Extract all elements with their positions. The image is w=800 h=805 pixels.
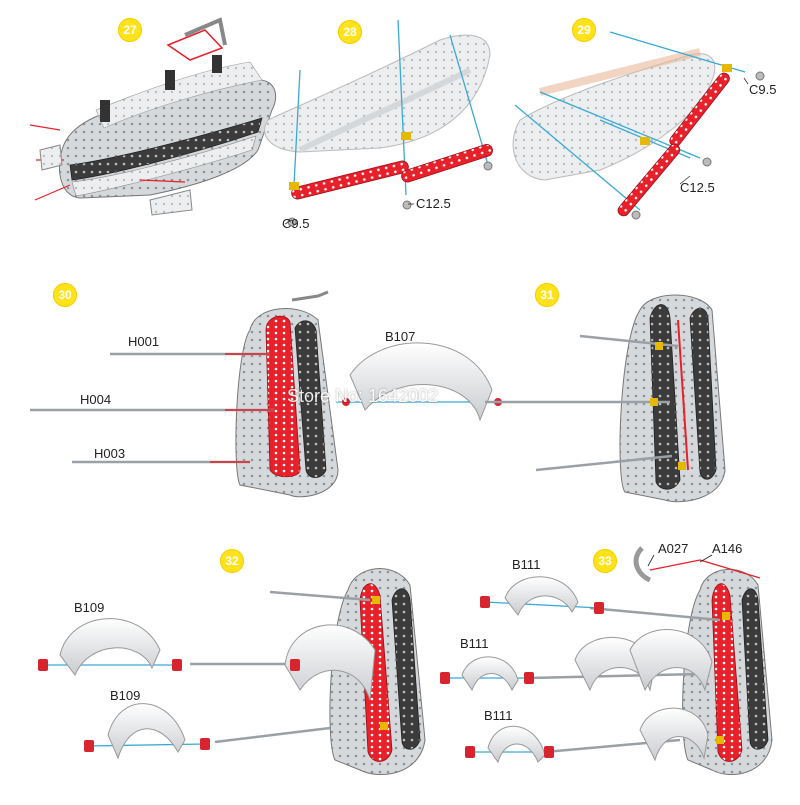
step-number-badge: 33 xyxy=(593,549,617,573)
part-label: C9.5 xyxy=(282,216,310,231)
part-label: A027 xyxy=(658,541,689,556)
step-29-model xyxy=(512,31,765,220)
step-number-badge: 32 xyxy=(220,549,244,573)
step-number-badge: 28 xyxy=(338,20,362,44)
part-label: B111 xyxy=(460,636,489,651)
step-27-model xyxy=(29,17,277,216)
step-number-badge: 27 xyxy=(118,18,142,42)
part-label: B107 xyxy=(385,329,416,344)
step-number-badge: 31 xyxy=(535,283,559,307)
step-number-badge: 30 xyxy=(53,283,77,307)
step-number-badge: 29 xyxy=(572,18,596,42)
part-label: H001 xyxy=(128,334,160,349)
step-32-model xyxy=(38,568,426,776)
part-label: A146 xyxy=(712,541,743,556)
part-label: C9.5 xyxy=(749,82,777,97)
part-label: H003 xyxy=(94,446,126,461)
part-label: H004 xyxy=(80,392,112,407)
leader-lines xyxy=(284,77,749,225)
part-label: B109 xyxy=(74,600,105,615)
part-label: C12.5 xyxy=(680,180,715,195)
step-31-model xyxy=(485,294,726,503)
step-28-model xyxy=(264,19,493,227)
step-33-model xyxy=(440,546,773,776)
step-30-model xyxy=(30,290,502,498)
part-label: B111 xyxy=(484,708,513,723)
part-label: C12.5 xyxy=(416,196,451,211)
store-watermark: Store No: 1642002 xyxy=(287,386,439,406)
part-label: B109 xyxy=(110,688,141,703)
part-label: B111 xyxy=(512,557,541,572)
